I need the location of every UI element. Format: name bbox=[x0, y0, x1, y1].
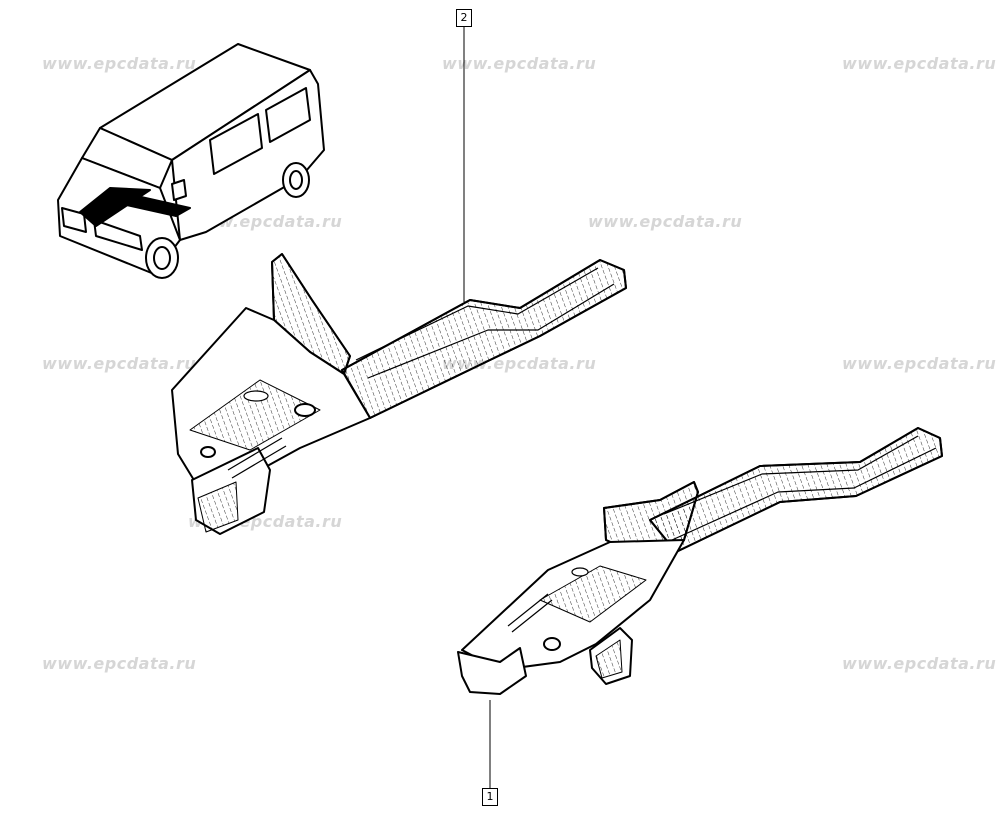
watermark: www.epcdata.ru bbox=[442, 54, 597, 73]
watermark: www.epcdata.ru bbox=[842, 54, 997, 73]
watermark: www.epcdata.ru bbox=[42, 654, 197, 673]
callout-2[interactable]: 2 bbox=[456, 9, 472, 27]
watermark: www.epcdata.ru bbox=[842, 354, 997, 373]
watermark: www.epcdata.ru bbox=[588, 212, 743, 231]
watermark: www.epcdata.ru bbox=[42, 54, 197, 73]
callout-1[interactable]: 1 bbox=[482, 788, 498, 806]
watermark: www.epcdata.ru bbox=[842, 654, 997, 673]
frame-member-1 bbox=[457, 427, 943, 695]
frame-member-2 bbox=[171, 253, 627, 535]
watermark: www.epcdata.ru bbox=[42, 354, 197, 373]
van-icon bbox=[57, 43, 325, 279]
